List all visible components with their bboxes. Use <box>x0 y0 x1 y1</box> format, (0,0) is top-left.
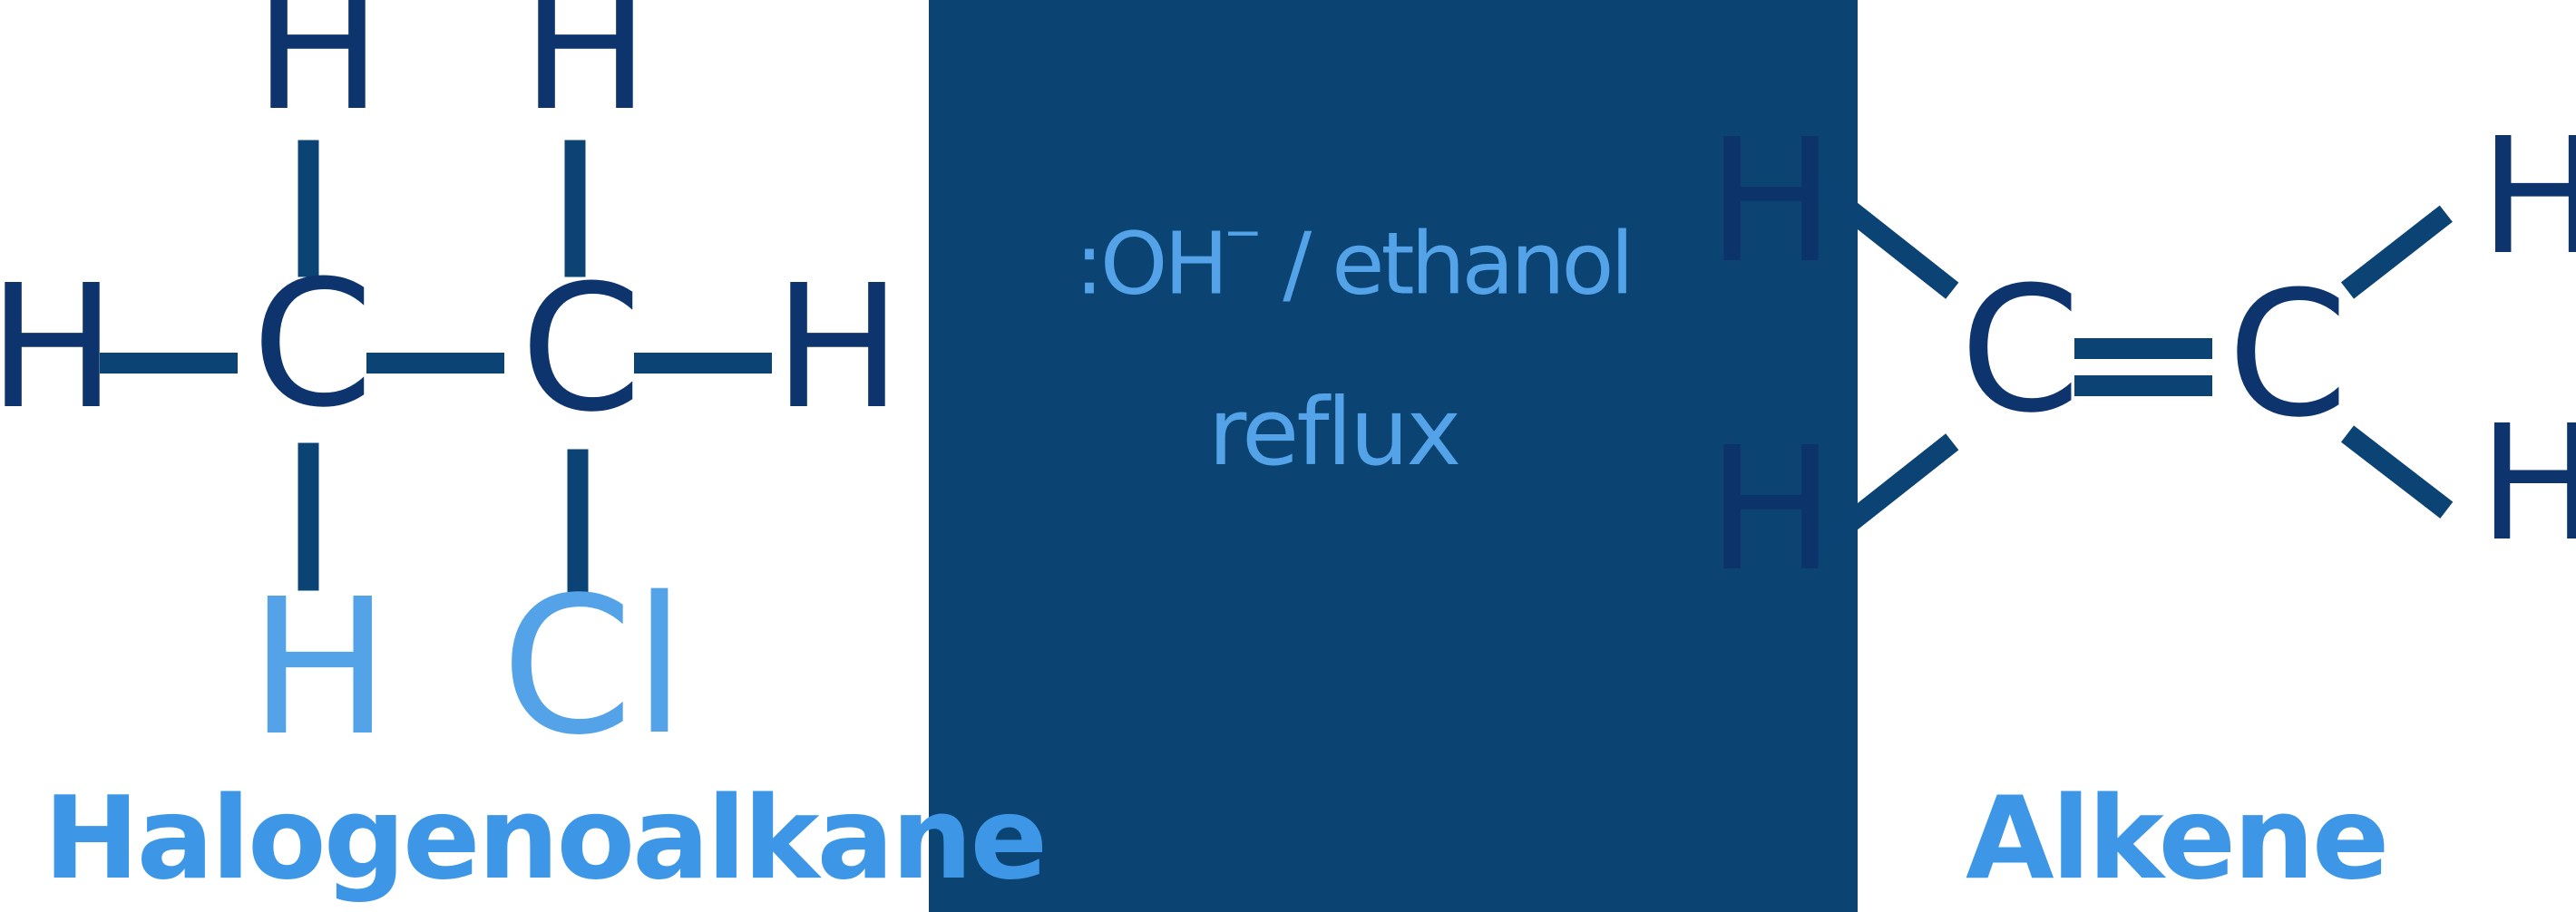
reactant-atom-h-top-1: H <box>253 0 383 150</box>
reactant-bond-h-left-c1 <box>100 352 238 374</box>
reactant-atom-h-bottom: H <box>249 558 391 777</box>
product-atom-h-upper-right: H <box>2479 102 2576 290</box>
product-bond-c2-h-upper-right <box>2340 204 2454 299</box>
reactant-bond-c1-c2 <box>366 352 504 374</box>
reactant-atom-cl-bottom: Cl <box>501 557 686 778</box>
reactant-atom-c-2: C <box>520 247 642 451</box>
reagent-solvent: / ethanol <box>1259 214 1634 315</box>
reactant-label: Halogenoalkane <box>44 771 1048 905</box>
reactant-atom-c-1: C <box>251 243 374 446</box>
product-bond-c1-c2-double-bottom <box>2074 374 2212 396</box>
reactant-atom-h-left: H <box>0 249 117 448</box>
product-label: Alkene <box>1966 771 2389 905</box>
reaction-conditions-box: :OH− / ethanol reflux <box>929 0 1858 912</box>
product-atom-c-1: C <box>1959 248 2081 451</box>
product-atom-h-lower-right: H <box>2478 391 2576 577</box>
reactant-atom-h-top-2: H <box>521 0 650 150</box>
product-atom-h-lower-left: H <box>1706 412 1836 610</box>
reactant-bond-c2-h-right <box>634 352 772 374</box>
product-bond-c2-h-lower-right <box>2340 424 2454 519</box>
product-bond-c1-c2-double-top <box>2074 337 2212 359</box>
reactant-atom-h-right: H <box>773 249 903 448</box>
reagent-hydroxide: :OH <box>1075 214 1229 315</box>
negative-charge-superscript: − <box>1223 206 1264 261</box>
process-condition: reflux <box>1208 379 1461 488</box>
product-atom-h-upper-left: H <box>1706 103 1836 302</box>
reagent-condition: :OH− / ethanol <box>1075 206 1634 307</box>
product-atom-c-2: C <box>2227 253 2348 455</box>
